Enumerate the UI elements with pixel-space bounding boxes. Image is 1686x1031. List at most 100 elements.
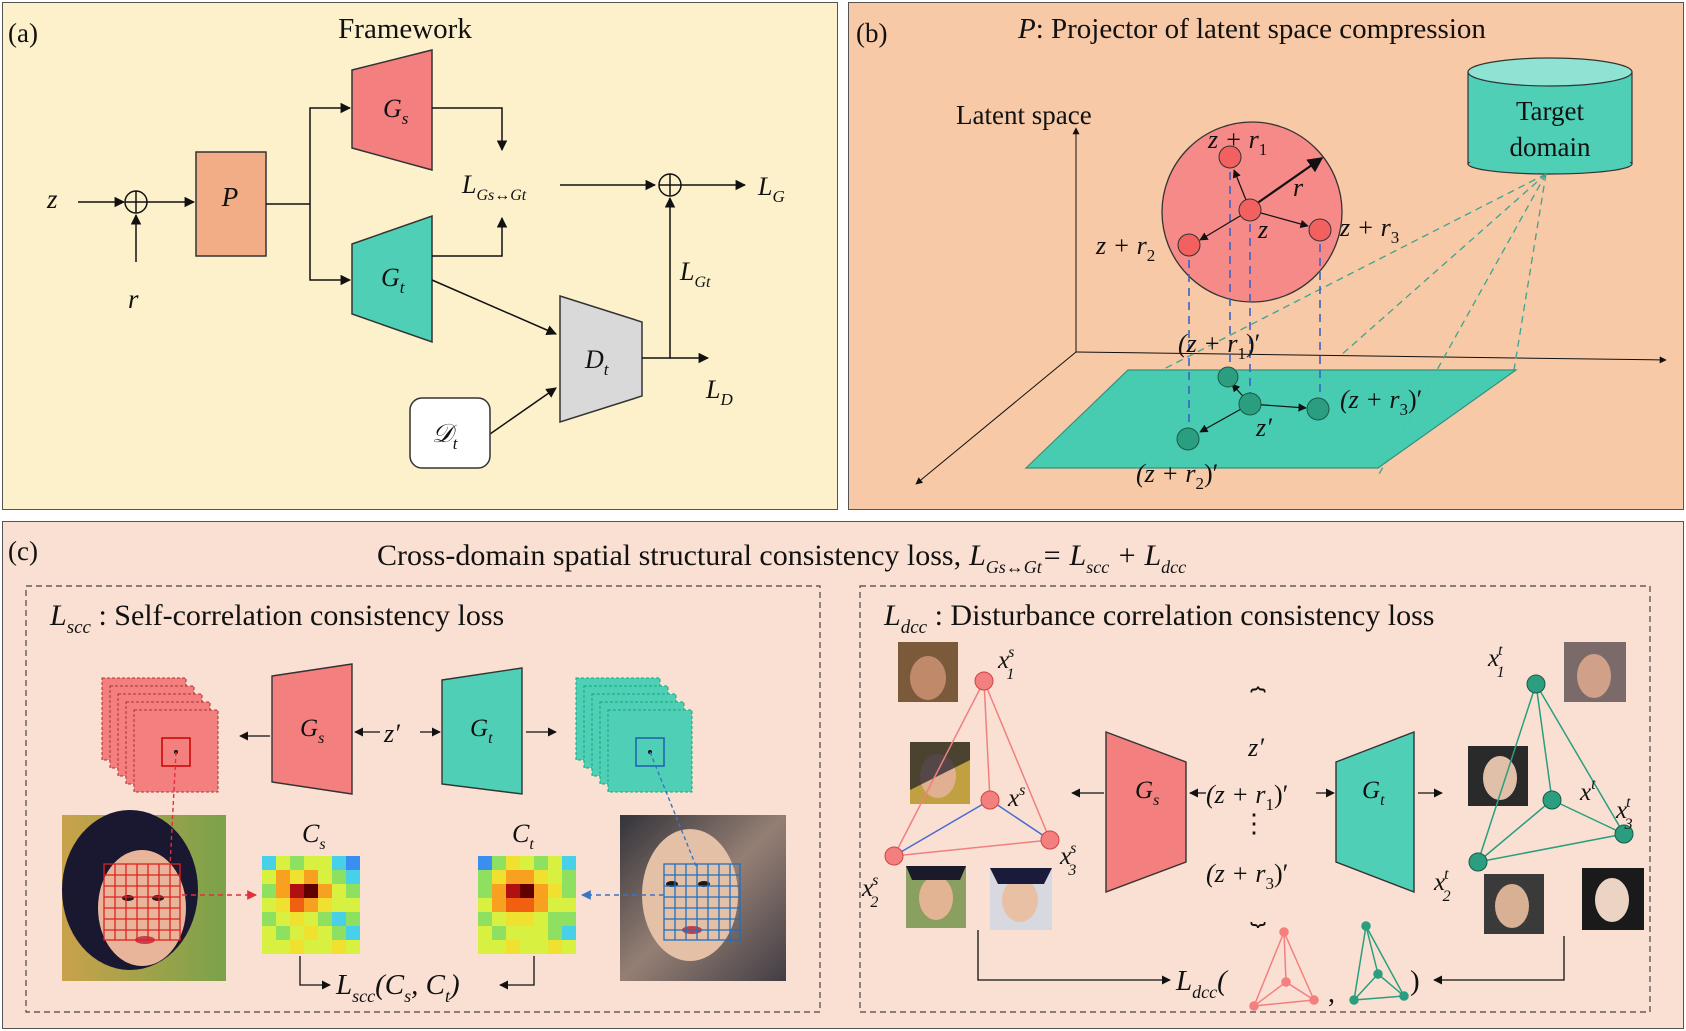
heatmap-cell bbox=[492, 926, 506, 940]
heatmap-cell bbox=[262, 912, 276, 926]
target-dataset-block bbox=[409, 397, 491, 469]
svg-text:xs1: xs1 bbox=[997, 644, 1014, 683]
heatmap-cell bbox=[548, 898, 562, 912]
heatmap-cell bbox=[534, 856, 548, 870]
heatmap-cell bbox=[332, 870, 346, 884]
scc-zp-label: z′ bbox=[383, 719, 400, 748]
svg-text:⏟: ⏟ bbox=[1250, 897, 1266, 928]
heatmap-cell bbox=[290, 870, 304, 884]
target-thumbnails bbox=[1468, 642, 1644, 934]
heatmap-cell bbox=[318, 912, 332, 926]
heatmap-cell bbox=[318, 940, 332, 954]
heatmap-cell bbox=[478, 898, 492, 912]
heatmap-cell bbox=[506, 884, 520, 898]
projector-title: P: Projector of latent space compression bbox=[1017, 13, 1486, 45]
heatmap-cell bbox=[534, 884, 548, 898]
heatmap-cell bbox=[492, 884, 506, 898]
label-zp-r1: (z + r1)′ bbox=[1178, 329, 1260, 363]
heatmap-cell bbox=[520, 926, 534, 940]
heatmap-cell bbox=[492, 898, 506, 912]
svg-text:xs: xs bbox=[1007, 782, 1025, 812]
heatmap-cell bbox=[562, 884, 576, 898]
heatmap-cell bbox=[304, 940, 318, 954]
svg-text:⏞: ⏞ bbox=[1250, 686, 1266, 716]
heatmap-cell bbox=[346, 884, 360, 898]
heatmap-cell bbox=[492, 856, 506, 870]
heatmap-cell bbox=[548, 856, 562, 870]
heatmap-cell bbox=[492, 912, 506, 926]
heatmap-cell bbox=[520, 898, 534, 912]
svg-text:Gt: Gt bbox=[470, 715, 493, 747]
heatmap-cell bbox=[562, 912, 576, 926]
heatmap-cell bbox=[562, 856, 576, 870]
heatmap-cell bbox=[276, 898, 290, 912]
heatmap-cell bbox=[346, 926, 360, 940]
svg-text:domain: domain bbox=[1510, 132, 1591, 162]
heatmap-cell bbox=[506, 926, 520, 940]
heatmap-cell bbox=[262, 856, 276, 870]
dcc-heading: Ldcc : Disturbance correlation consisten… bbox=[883, 599, 1434, 638]
label-zp-r3: (z + r3)′ bbox=[1340, 385, 1422, 419]
heatmap-cell bbox=[346, 870, 360, 884]
loss-gt-label: LGt bbox=[679, 257, 711, 291]
svg-text:Target: Target bbox=[1516, 96, 1585, 126]
heatmap-cell bbox=[562, 870, 576, 884]
r-label: r bbox=[128, 284, 139, 314]
heatmap-cell bbox=[318, 898, 332, 912]
heatmap-cell bbox=[562, 926, 576, 940]
heatmap-cell bbox=[506, 856, 520, 870]
scc-source-generator bbox=[271, 663, 353, 795]
dcc-mini-source-graph bbox=[1249, 927, 1319, 1011]
heatmap-cell bbox=[276, 884, 290, 898]
label-z: z bbox=[1257, 215, 1268, 244]
heatmap-cell bbox=[290, 912, 304, 926]
cs-label: Cs bbox=[302, 819, 326, 853]
heatmap-cell bbox=[262, 940, 276, 954]
label-zp-r2: (z + r2)′ bbox=[1136, 459, 1218, 493]
panel-b-tag: (b) bbox=[856, 18, 887, 48]
panel-a-tag: (a) bbox=[8, 18, 38, 48]
heatmap-cell bbox=[534, 912, 548, 926]
label-r: r bbox=[1293, 173, 1304, 202]
target-face-image bbox=[620, 815, 786, 981]
gs-label: Gs bbox=[383, 94, 409, 128]
heatmap-cell bbox=[548, 870, 562, 884]
loss-g-label: LG bbox=[757, 172, 785, 206]
svg-text:Gs: Gs bbox=[300, 715, 324, 747]
scc-formula: Lscc(Cs, Ct) bbox=[335, 969, 460, 1006]
latent-space-label: Latent space bbox=[956, 100, 1092, 130]
heatmap-cell bbox=[478, 870, 492, 884]
target-domain-cylinder: Target domain bbox=[1467, 57, 1633, 175]
label-z-r3: z + r3 bbox=[1339, 213, 1399, 247]
heatmap-cell bbox=[562, 898, 576, 912]
sum-node-1 bbox=[124, 190, 148, 214]
dcc-source-generator bbox=[1105, 730, 1187, 894]
framework-title: Framework bbox=[338, 13, 472, 45]
heatmap-cell bbox=[290, 940, 304, 954]
svg-text:⋮: ⋮ bbox=[1241, 809, 1267, 838]
heatmap-cell bbox=[276, 926, 290, 940]
cross-loss-label: LGs↔Gt bbox=[461, 170, 527, 204]
z-label: z bbox=[46, 184, 58, 214]
label-z-r2: z + r2 bbox=[1095, 231, 1155, 265]
dt-label: Dt bbox=[584, 345, 610, 379]
heatmap-cell bbox=[534, 940, 548, 954]
heatmap-cell bbox=[478, 926, 492, 940]
svg-text:Gs: Gs bbox=[1135, 777, 1159, 809]
compressed-plane bbox=[1024, 369, 1518, 469]
heatmap-cell bbox=[346, 912, 360, 926]
source-generator bbox=[351, 49, 433, 171]
dcc-target-generator bbox=[1335, 730, 1415, 894]
heatmap-cell bbox=[262, 898, 276, 912]
source-feature-maps bbox=[101, 677, 219, 793]
heatmap-cell bbox=[506, 940, 520, 954]
heatmap-cell bbox=[332, 912, 346, 926]
dcc-zr3-label: (z + r3)′ bbox=[1206, 859, 1288, 893]
dcc-box bbox=[859, 585, 1651, 1013]
target-generator bbox=[351, 214, 433, 344]
heatmap-cell bbox=[562, 940, 576, 954]
heatmap-cell bbox=[332, 940, 346, 954]
heatmap-cell bbox=[318, 926, 332, 940]
svg-text:xt1: xt1 bbox=[1487, 642, 1505, 681]
dcc-mini-target-graph bbox=[1349, 921, 1409, 1005]
